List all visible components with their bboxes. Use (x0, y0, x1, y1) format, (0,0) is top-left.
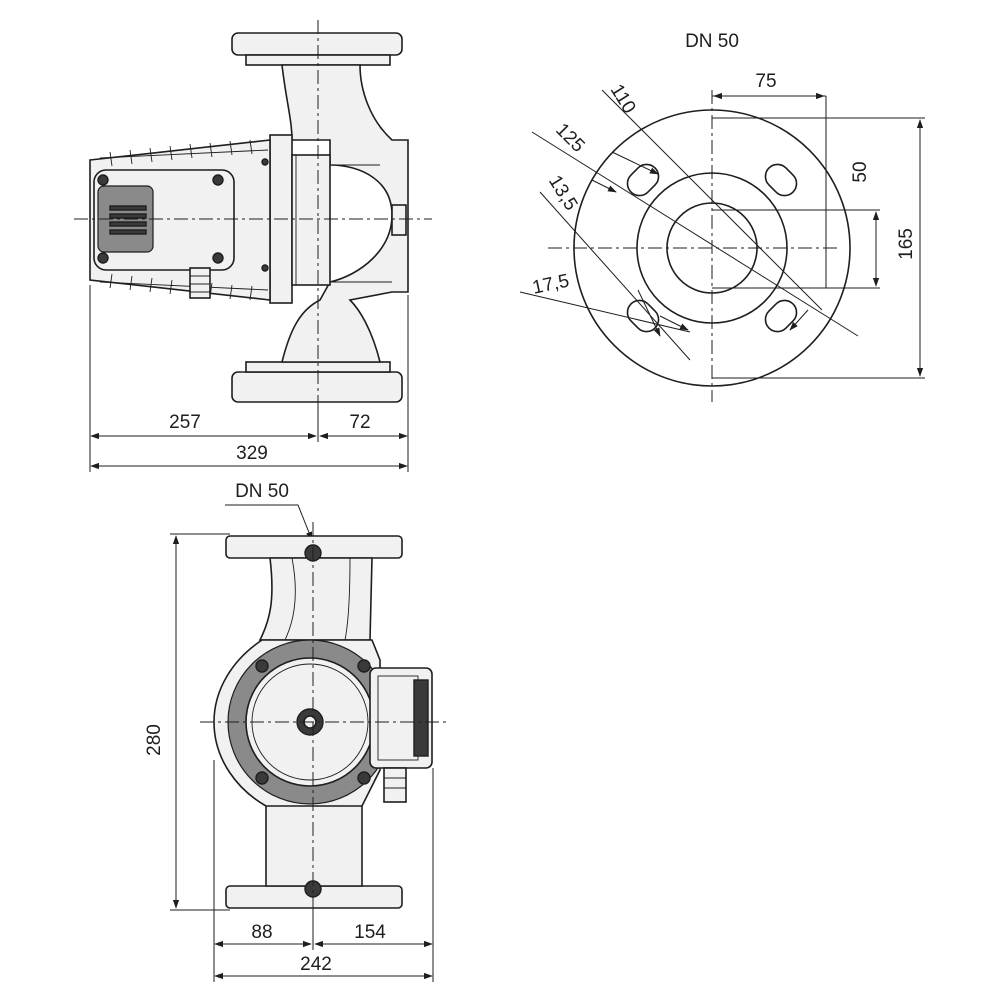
side-screw-icon (212, 174, 224, 186)
flange-bolt-hole (626, 163, 660, 197)
flange-dim-hole-length: 17,5 (531, 271, 572, 299)
side-bottom-flange (231, 371, 403, 403)
side-cable-gland (189, 267, 211, 299)
front-dim-total-width: 242 (300, 954, 332, 975)
front-title: DN 50 (235, 481, 289, 502)
front-view: DN 50 (144, 481, 448, 982)
front-dim-right: 154 (354, 922, 386, 943)
front-bolt-icon (255, 659, 269, 673)
flange-title: DN 50 (685, 31, 739, 52)
side-dim-total-length: 329 (236, 443, 268, 464)
flange-bolt-hole (764, 299, 798, 333)
front-dim-height: 280 (144, 724, 165, 756)
side-screw-icon (212, 252, 224, 264)
side-screw-icon (97, 174, 109, 186)
flange-dim-diameter: 165 (896, 228, 917, 260)
flange-dim-vertical: 50 (850, 161, 871, 182)
flange-bolt-hole (764, 163, 798, 197)
front-pump-casing (258, 557, 373, 641)
flange-view: DN 50 (519, 31, 925, 402)
flange-dim-hole-width: 13,5 (544, 172, 581, 214)
front-dim-left: 88 (251, 922, 272, 943)
front-cable-gland (383, 767, 407, 803)
front-bolt-icon (357, 771, 371, 785)
side-top-flange (231, 32, 403, 56)
side-dim-motor: 257 (169, 412, 201, 433)
side-dim-flange-offset: 72 (349, 412, 370, 433)
side-screw-icon (97, 252, 109, 264)
front-bolt-icon (357, 659, 371, 673)
flange-dim-bolt-circle: 110 (606, 81, 640, 118)
flange-dim-hole-circle-alt: 125 (551, 119, 588, 156)
front-bolt-icon (255, 771, 269, 785)
side-view: 257 72 329 (74, 20, 432, 472)
flange-dim-horizontal: 75 (755, 71, 776, 92)
